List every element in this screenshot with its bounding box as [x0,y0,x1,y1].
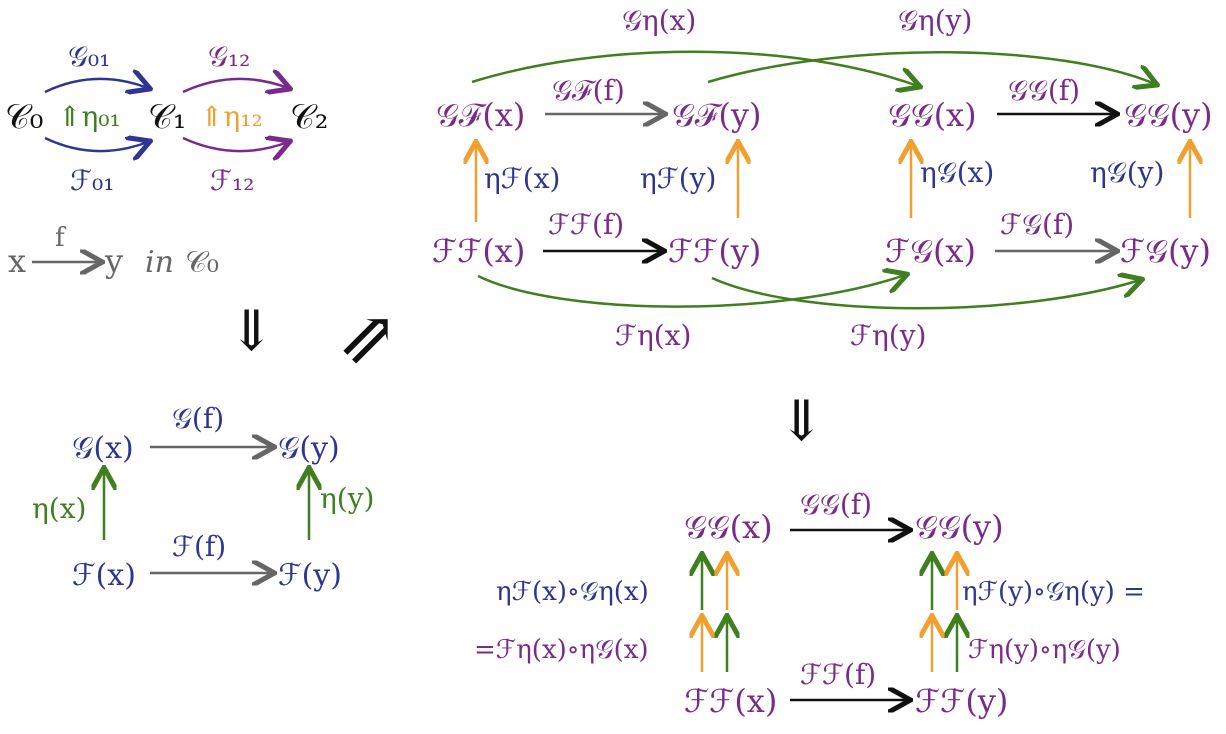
label-Getax: 𝒢η(x) [622,4,696,37]
node-GGx: 𝒢𝒢(x) [888,96,977,134]
label-eta12: ⇑η₁₂ [200,100,263,133]
label-f: f [55,223,67,253]
label-etaFy: ηℱ(y) [640,162,716,195]
label-etaFx: ηℱ(x) [484,162,560,195]
node-GGy: 𝒢𝒢(y) [1124,96,1213,134]
node-FGx: ℱ𝒢(x) [885,232,976,270]
label-FFf: ℱℱ(f) [548,208,624,241]
arrow-G-eta-x [471,50,918,86]
arrow-F01 [44,138,148,151]
final-node-FFy: ℱℱ(y) [915,682,1008,720]
label-C2: 𝒞₂ [290,97,328,137]
node-GFx: 𝒢ℱ(x) [436,96,525,134]
label-C1: 𝒞₁ [148,97,186,137]
final-label-GGf: 𝒢𝒢(f) [800,488,872,521]
final-left-eq2: =ℱη(x)∘η𝒢(x) [474,635,649,665]
final-right-eq1: ηℱ(y)∘𝒢η(y) = [962,577,1145,607]
arrow-F-eta-y [711,278,1140,310]
final-node-FFx: ℱℱ(x) [684,682,777,720]
final-node-GGx: 𝒢𝒢(x) [684,508,773,546]
label-C0: 𝒞₀ [5,97,43,137]
node-FFx: ℱℱ(x) [432,232,525,270]
node-Gx: 𝒢(x) [72,431,134,466]
node-Fy: ℱ(y) [278,558,342,593]
arrow-F12 [182,138,288,151]
label-C0-small: 𝒞₀ [185,245,219,280]
functor-diagram: 𝒞₀ 𝒞₁ 𝒞₂ 𝒢₀₁ ℱ₀₁ ⇑η₀₁ 𝒢₁₂ ℱ₁₂ ⇑η₁₂ [5,40,328,197]
label-GFf: 𝒢ℱ(f) [552,74,625,107]
morphism-line: x f y in 𝒞₀ [8,223,219,280]
label-eta-y: η(y) [320,482,374,515]
final-node-GGy: 𝒢𝒢(y) [915,508,1004,546]
label-Ff: ℱ(f) [172,530,226,563]
label-in: in [145,245,174,280]
label-Fetay: ℱη(y) [850,319,926,352]
arrow-G12 [182,79,288,92]
label-y: y [104,242,123,280]
implies-diag-icon: ⇗ [338,295,398,379]
label-etaGx: η𝒢(x) [920,156,994,189]
label-GGf: 𝒢𝒢(f) [1008,74,1080,107]
naturality-square: 𝒢(x) 𝒢(y) ℱ(x) ℱ(y) 𝒢(f) ℱ(f) η(x) η(y) [32,402,374,593]
label-x: x [8,242,26,280]
label-F01: ℱ₀₁ [70,164,114,197]
big-diagram: 𝒢ℱ(x) 𝒢ℱ(y) 𝒢𝒢(x) 𝒢𝒢(y) ℱℱ(x) ℱℱ(y) ℱ𝒢(x… [432,4,1213,352]
node-FFy: ℱℱ(y) [668,232,761,270]
final-label-FFf: ℱℱ(f) [800,658,876,691]
final-square: 𝒢𝒢(x) 𝒢𝒢(y) ℱℱ(x) ℱℱ(y) 𝒢𝒢(f) ℱℱ(f) ηℱ(x… [474,488,1145,720]
label-G12: 𝒢₁₂ [208,40,250,73]
arrow-G01 [44,79,148,92]
label-G01: 𝒢₀₁ [68,40,110,73]
implies-down-icon-2: ⇓ [778,389,825,454]
label-etaGy: η𝒢(y) [1090,156,1164,189]
label-F12: ℱ₁₂ [210,164,254,197]
node-FGy: ℱ𝒢(y) [1120,232,1211,270]
node-Gy: 𝒢(y) [278,431,340,466]
final-right-eq2: ℱη(y)∘η𝒢(y) [968,635,1121,665]
label-FGf: ℱ𝒢(f) [1000,208,1074,241]
node-GFy: 𝒢ℱ(y) [672,96,761,134]
implies-down-icon-1: ⇓ [228,299,275,364]
label-Fetax: ℱη(x) [615,319,691,352]
node-Fx: ℱ(x) [72,558,136,593]
label-eta01: ⇑η₀₁ [58,100,121,133]
arrow-F-eta-x [477,275,905,308]
label-Getay: 𝒢η(y) [898,4,972,37]
final-left-eq1: ηℱ(x)∘𝒢η(x) [496,577,649,607]
arrow-G-eta-y [707,51,1155,84]
label-Gf: 𝒢(f) [172,402,224,435]
label-eta-x: η(x) [32,492,86,525]
